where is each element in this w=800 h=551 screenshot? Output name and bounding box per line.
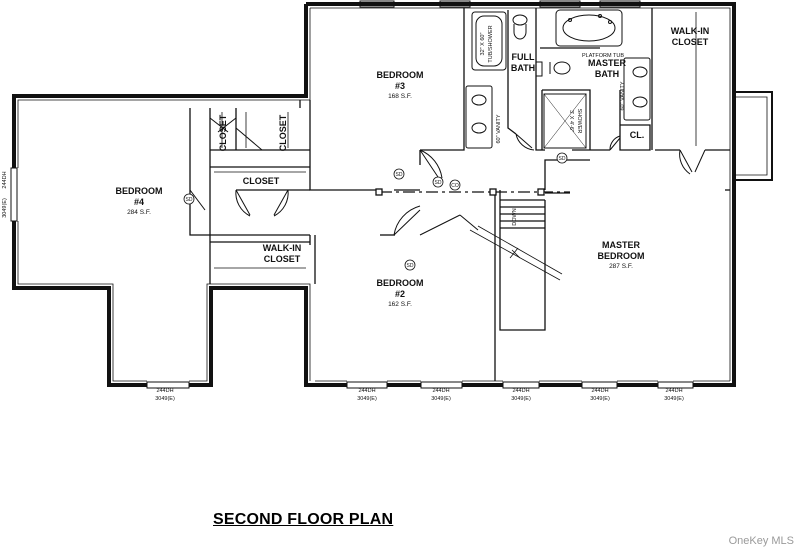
full-bath-label: FULL xyxy=(512,52,535,62)
window-labels: 244DH 3049(E) 244DH 3049(E) 244DH 3049(E… xyxy=(2,171,684,402)
window-code: 244DH xyxy=(156,388,173,394)
window-code: 244DH xyxy=(512,388,529,394)
walk-in-closet-hall-label: WALK-IN xyxy=(263,243,302,253)
window-size: 3049(E) xyxy=(590,396,610,402)
bedroom-2-area: 162 S.F. xyxy=(388,301,412,308)
master-bath-label-2: BATH xyxy=(595,69,619,79)
master-bath-vanity-label: 60" VANITY xyxy=(620,81,626,110)
side-window-code: 244DH xyxy=(2,171,8,188)
bath-fixtures xyxy=(465,9,651,149)
bedroom-3-number: #3 xyxy=(395,81,405,91)
bedroom-3-area: 168 S.F. xyxy=(388,93,412,100)
bedroom-4-label: BEDROOM xyxy=(116,186,163,196)
shower-label: SHOWER xyxy=(576,109,582,134)
svg-text:SD: SD xyxy=(407,263,414,269)
window-size: 3049(E) xyxy=(664,396,684,402)
smoke-detector-icon: SD xyxy=(183,193,195,205)
walk-in-closet-master-label-2: CLOSET xyxy=(672,37,709,47)
platform-tub-label: PLATFORM TUB xyxy=(582,53,624,59)
full-bath-vanity-label: 60" VANITY xyxy=(496,114,502,143)
window-size: 3049(E) xyxy=(511,396,531,402)
svg-text:SD: SD xyxy=(186,197,193,203)
fixture-labels: 32" X 60" TUB/SHOWER PLATFORM TUB 60" VA… xyxy=(480,25,626,225)
stair-down-label: DOWN xyxy=(512,208,518,225)
smoke-detector-icon: SD xyxy=(556,152,568,164)
interior-walls xyxy=(189,8,730,381)
bedroom-3-label: BEDROOM xyxy=(377,70,424,80)
svg-text:SD: SD xyxy=(559,156,566,162)
watermark: OneKey MLS xyxy=(728,535,794,547)
hall-closet-label: CLOSET xyxy=(243,176,280,186)
closet-a-label: CLOSET xyxy=(218,114,228,151)
tub-shower-size-label: 32" X 60" xyxy=(480,33,486,56)
smoke-detector-icon: SD xyxy=(432,176,444,188)
closet-b-label: CLOSET xyxy=(278,114,288,151)
master-bedroom-label-2: BEDROOM xyxy=(598,251,645,261)
co-detector-icon: CO xyxy=(449,179,461,191)
closet-rods xyxy=(214,12,697,269)
detector-markers: SD SD CO SD SD SD xyxy=(183,152,568,271)
svg-text:CO: CO xyxy=(451,183,459,189)
smoke-detector-icon: SD xyxy=(393,168,405,180)
window-size: 3049(E) xyxy=(155,396,175,402)
shower-size-label: 3' X 4'-6" xyxy=(568,110,574,132)
walk-in-closet-hall-label-2: CLOSET xyxy=(264,254,301,264)
doors xyxy=(189,117,706,281)
bay-window xyxy=(734,91,773,181)
window-code: 244DH xyxy=(591,388,608,394)
room-labels: BEDROOM #3 168 S.F. BEDROOM #4 284 S.F. … xyxy=(116,26,710,308)
bedroom-4-area: 284 S.F. xyxy=(127,209,151,216)
dash-divider xyxy=(375,188,570,196)
smoke-detector-icon: SD xyxy=(404,259,416,271)
window-code: 244DH xyxy=(358,388,375,394)
master-bedroom-label: MASTER xyxy=(602,240,641,250)
side-window-size: 3049(E) xyxy=(2,198,8,218)
bedroom-2-label: BEDROOM xyxy=(377,278,424,288)
bedroom-2-number: #2 xyxy=(395,289,405,299)
bedroom-4-number: #4 xyxy=(134,197,144,207)
tub-shower-label: TUB/SHOWER xyxy=(488,25,494,62)
svg-text:SD: SD xyxy=(396,172,403,178)
master-bedroom-area: 287 S.F. xyxy=(609,263,633,270)
plan-title: SECOND FLOOR PLAN xyxy=(213,511,394,528)
cl-closet-label: CL. xyxy=(630,130,645,140)
window-code: 244DH xyxy=(432,388,449,394)
windows xyxy=(10,0,694,389)
window-size: 3049(E) xyxy=(357,396,377,402)
exterior-wall-hatch xyxy=(17,7,731,382)
full-bath-label-2: BATH xyxy=(511,63,535,73)
window-code: 244DH xyxy=(665,388,682,394)
svg-text:SD: SD xyxy=(435,180,442,186)
exterior-walls xyxy=(12,2,736,387)
walk-in-closet-master-label: WALK-IN xyxy=(671,26,710,36)
master-bath-label: MASTER xyxy=(588,58,627,68)
window-size: 3049(E) xyxy=(431,396,451,402)
